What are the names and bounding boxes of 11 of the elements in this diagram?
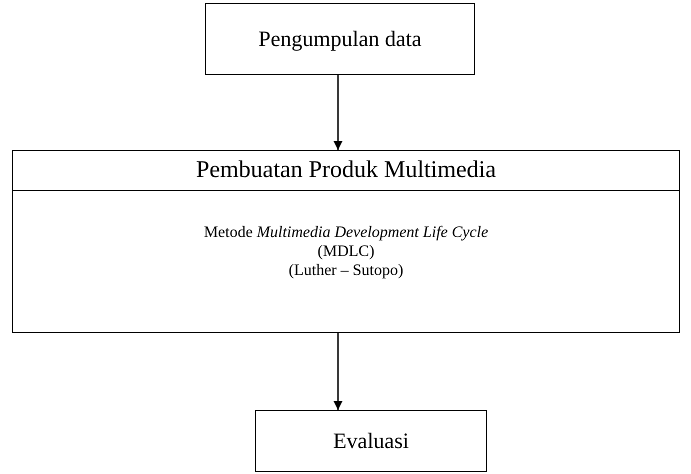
process-box bbox=[255, 410, 487, 472]
box-label: Pengumpulan data bbox=[258, 26, 422, 52]
box-label: Evaluasi bbox=[333, 428, 409, 454]
process-box bbox=[12, 150, 680, 333]
box-heading: Pembuatan Produk Multimedia bbox=[196, 157, 496, 184]
box-text: Metode Multimedia Development Life Cycle bbox=[204, 223, 488, 242]
box-text: (Luther – Sutopo) bbox=[288, 261, 404, 280]
process-box bbox=[205, 3, 475, 75]
arrow bbox=[334, 333, 342, 410]
arrow bbox=[334, 75, 342, 150]
box-text: (MDLC) bbox=[318, 242, 374, 261]
